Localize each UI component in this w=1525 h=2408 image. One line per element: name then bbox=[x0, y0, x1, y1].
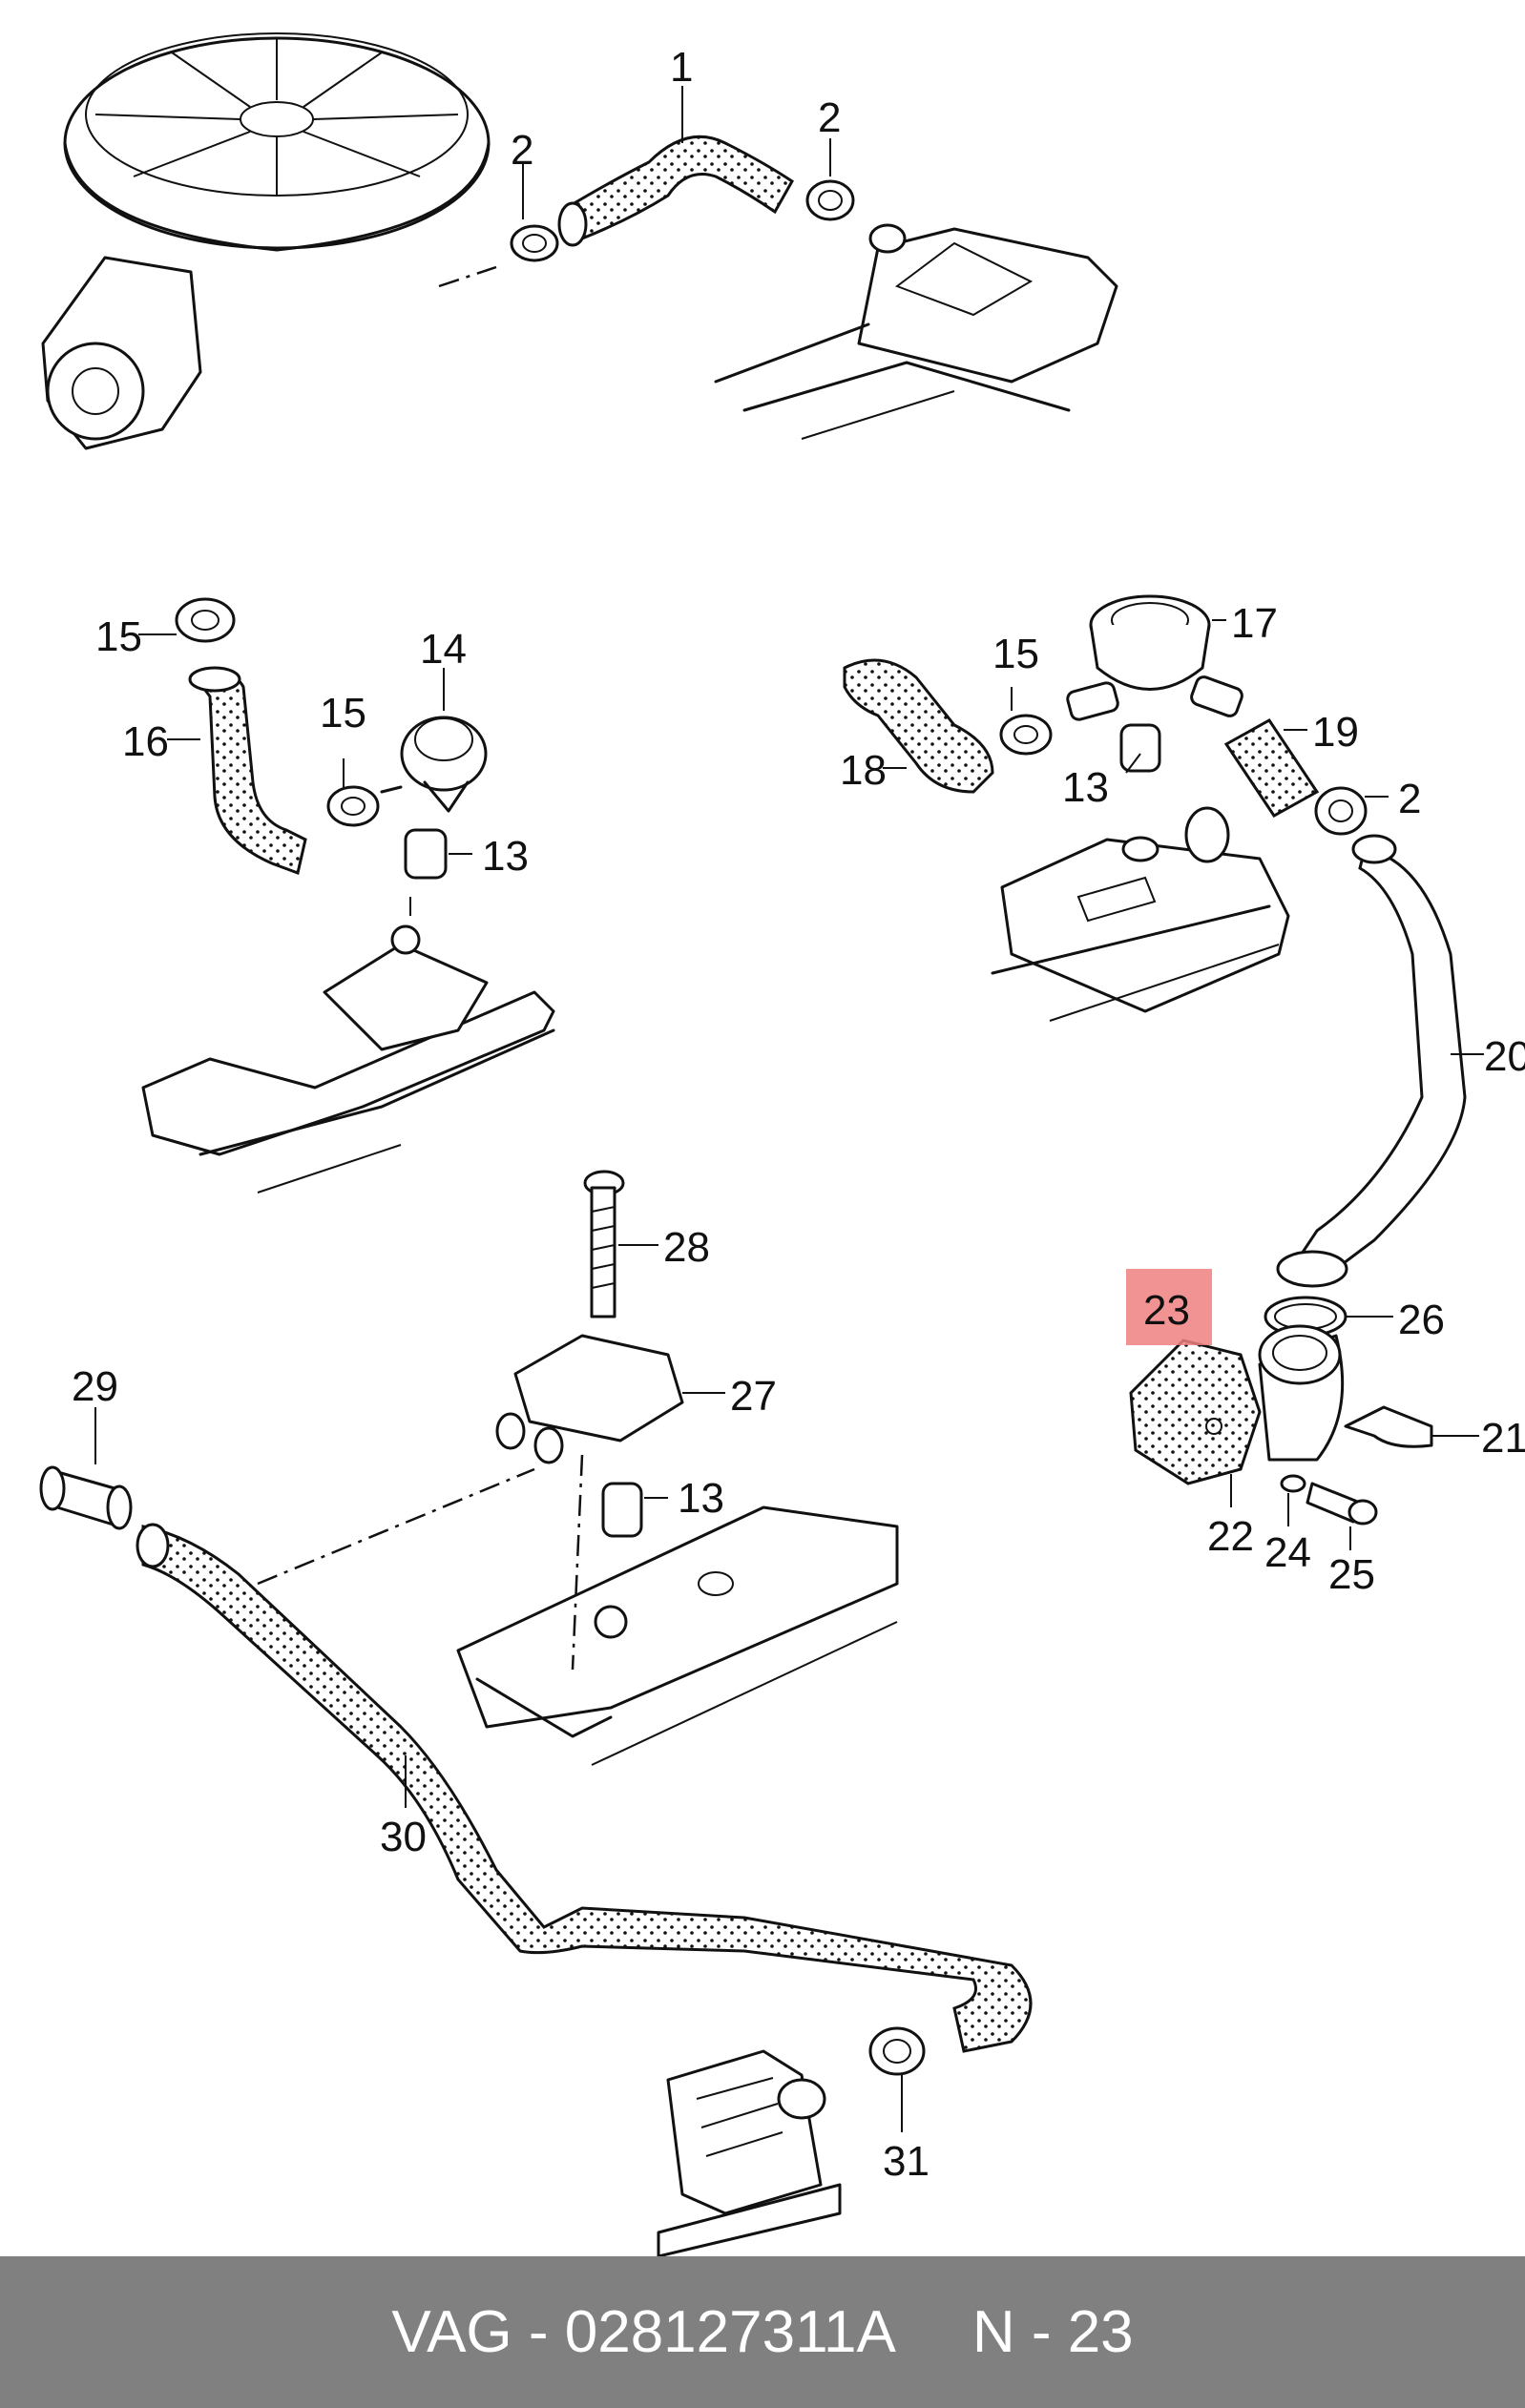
callout-highlight bbox=[1126, 1269, 1212, 1345]
callout-31: 31 bbox=[883, 2138, 930, 2185]
callout-labels: 1 2 2 2 13 13 13 14 15 15 15 16 17 18 19… bbox=[72, 44, 1525, 2185]
clamp-31 bbox=[868, 2026, 926, 2076]
callout-24: 24 bbox=[1264, 1529, 1311, 1576]
valve-cover-right bbox=[991, 806, 1290, 1022]
part-number-text: VAG - 028127311A bbox=[391, 2299, 896, 2365]
hose-30 bbox=[136, 1523, 1033, 2053]
bolt-28 bbox=[583, 1170, 625, 1318]
callout-2: 2 bbox=[818, 94, 841, 141]
callout-13: 13 bbox=[1062, 764, 1109, 811]
clamp-2a bbox=[510, 224, 559, 262]
grommet-13a bbox=[404, 828, 448, 880]
callout-13: 13 bbox=[482, 833, 529, 880]
callout-17: 17 bbox=[1231, 600, 1278, 647]
parts-diagram: 1 2 2 2 13 13 13 14 15 15 15 16 17 18 19… bbox=[39, 32, 1525, 2256]
callout-25: 25 bbox=[1328, 1551, 1375, 1598]
page-reference-text: N - 23 bbox=[971, 2299, 1134, 2365]
callout-27: 27 bbox=[730, 1373, 777, 1420]
callout-30: 30 bbox=[380, 1814, 427, 1860]
clamp-15a bbox=[175, 597, 236, 643]
hose-20 bbox=[1276, 834, 1467, 1288]
callout-20: 20 bbox=[1484, 1033, 1525, 1080]
valve-assembly-22 bbox=[1129, 1324, 1345, 1485]
callout-21: 21 bbox=[1481, 1415, 1525, 1462]
grommet-13b bbox=[1119, 723, 1161, 773]
callout-2: 2 bbox=[511, 127, 533, 174]
callout-15: 15 bbox=[95, 613, 142, 660]
callout-19: 19 bbox=[1312, 709, 1359, 756]
callout-15: 15 bbox=[992, 631, 1039, 677]
callout-22: 22 bbox=[1207, 1513, 1254, 1560]
clamp-2b bbox=[805, 179, 855, 221]
hose-1 bbox=[557, 135, 794, 247]
pcv-valve-14 bbox=[380, 716, 488, 813]
valve-cover-bottom bbox=[257, 1454, 899, 1766]
clamp-15c bbox=[999, 714, 1053, 756]
callout-29: 29 bbox=[72, 1363, 118, 1410]
callout-2: 2 bbox=[1398, 776, 1421, 822]
air-filter-housing bbox=[41, 32, 497, 450]
callout-26: 26 bbox=[1398, 1297, 1445, 1343]
hose-18 bbox=[843, 658, 994, 794]
callout-16: 16 bbox=[122, 718, 169, 765]
clamp-15b bbox=[326, 785, 380, 827]
plug-29 bbox=[39, 1465, 133, 1530]
hose-19 bbox=[1223, 718, 1320, 818]
callout-23: 23 bbox=[1143, 1287, 1190, 1334]
callout-13: 13 bbox=[678, 1475, 724, 1522]
clamp-2c bbox=[1314, 786, 1368, 836]
callout-28: 28 bbox=[663, 1224, 710, 1271]
callout-1: 1 bbox=[670, 44, 693, 91]
callout-14: 14 bbox=[420, 626, 467, 673]
grommet-13c bbox=[601, 1482, 643, 1538]
valve-cover-left bbox=[141, 897, 555, 1194]
valve-17 bbox=[1066, 594, 1243, 721]
oil-separator bbox=[657, 2049, 842, 2256]
leader-lines bbox=[94, 86, 1484, 2132]
callout-18: 18 bbox=[840, 747, 887, 794]
part-number-footer: VAG - 028127311A N - 23 bbox=[0, 2256, 1525, 2408]
clip-21 bbox=[1344, 1405, 1433, 1448]
bolt-25 bbox=[1306, 1482, 1378, 1526]
hose-16 bbox=[188, 666, 307, 876]
callout-15: 15 bbox=[320, 690, 366, 737]
housing-27 bbox=[495, 1334, 684, 1464]
washer-24 bbox=[1280, 1474, 1306, 1493]
valve-cover-top bbox=[714, 223, 1118, 440]
